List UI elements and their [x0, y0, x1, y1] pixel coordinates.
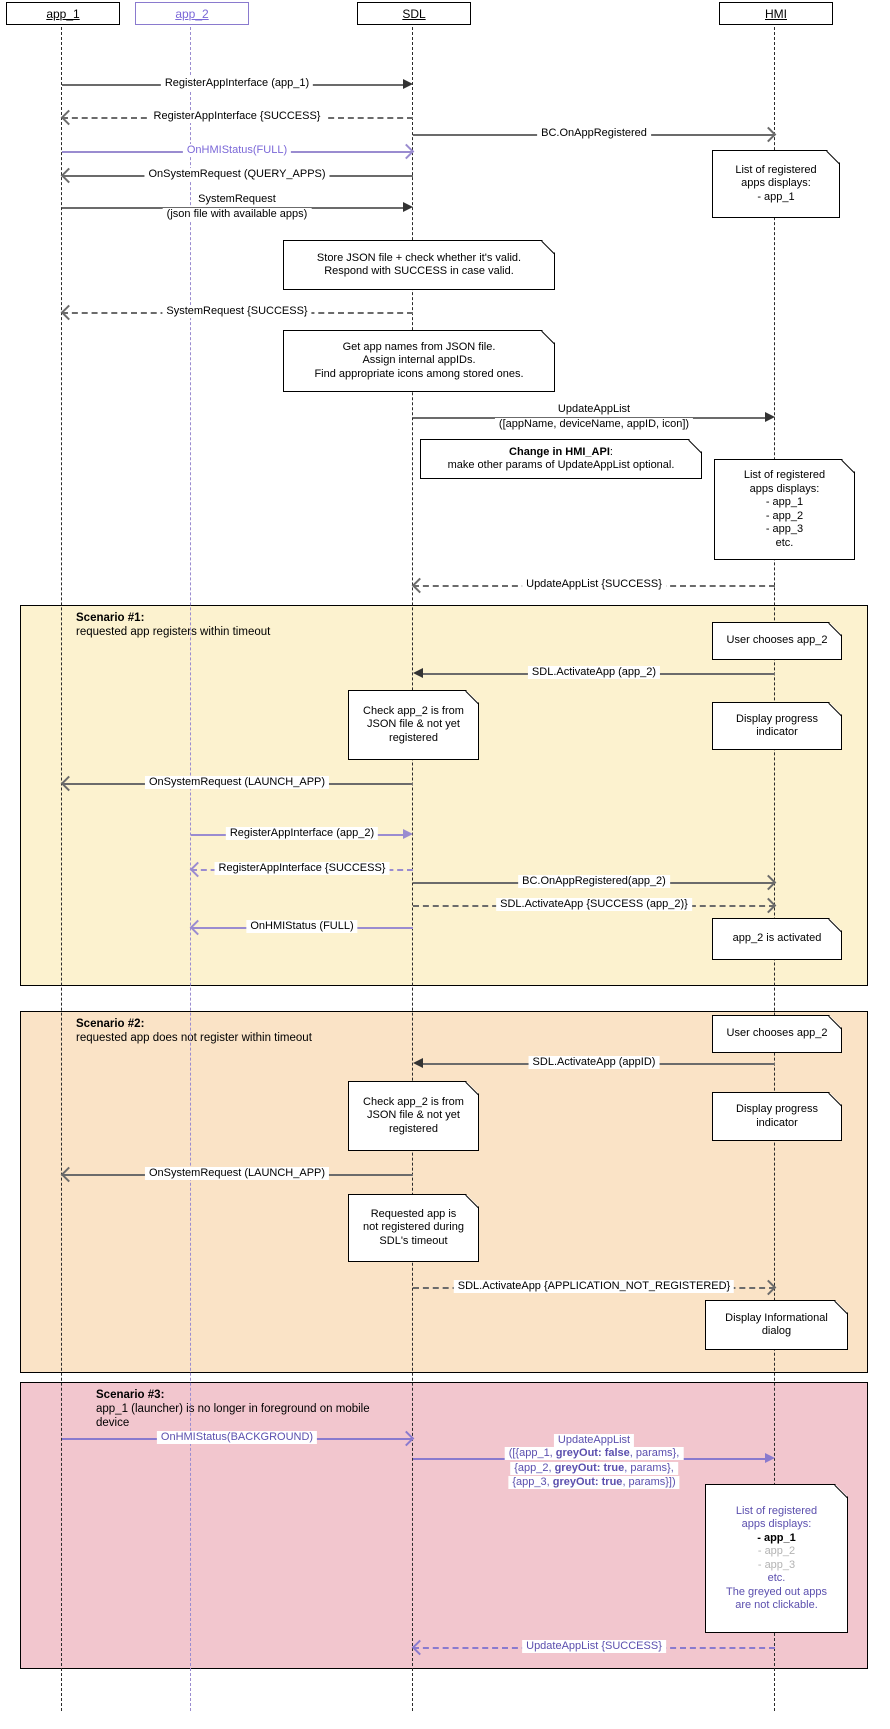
m21-label-line1: UpdateAppList — [553, 1434, 635, 1447]
m15-label: SDL.ActivateApp {SUCCESS (app_2)} — [496, 898, 692, 911]
m9-label: UpdateAppList {SUCCESS} — [522, 578, 666, 591]
header-app1: app_1 — [6, 2, 120, 25]
note-requested-not-registered: Requested app is not registered during S… — [348, 1194, 479, 1262]
m8-label-line1: UpdateAppList — [553, 403, 635, 416]
scenario-1-subtitle: requested app registers within timeout — [76, 626, 271, 638]
note-change-line2: make other params of UpdateAppList optio… — [447, 459, 675, 471]
note-display-informational-dialog: Display Informational dialog — [705, 1300, 848, 1350]
m22-label: UpdateAppList {SUCCESS} — [522, 1640, 666, 1653]
lifeline-sdl — [412, 22, 413, 1711]
m21-label-line2: ([{app_1, greyOut: false, params}, — [504, 1447, 684, 1460]
m10-label: SDL.ActivateApp (app_2) — [527, 666, 661, 679]
m21-label-line3: {app_2, greyOut: true, params}, — [510, 1462, 678, 1475]
note-app2-activated: app_2 is activated — [712, 918, 842, 960]
note-greyed-header: List of registered apps displays: — [735, 1504, 818, 1531]
scenario-3-title: Scenario #3: — [96, 1389, 165, 1401]
m13-label: RegisterAppInterface {SUCCESS} — [214, 862, 390, 875]
lifeline-hmi — [774, 22, 775, 1711]
scenario-1-label: Scenario #1: requested app registers wit… — [76, 611, 270, 639]
m1-label: RegisterAppInterface (app_1) — [160, 77, 314, 90]
note-greyed-app1: - app_1 — [757, 1531, 796, 1544]
header-hmi: HMI — [719, 2, 833, 25]
note-change-in-hmi-api: Change in HMI_API: make other params of … — [420, 439, 702, 479]
m17-arrowhead — [413, 1058, 423, 1068]
note-greyed-app3: - app_3 — [757, 1558, 796, 1571]
lifeline-app1 — [61, 22, 62, 1711]
m5-label: OnSystemRequest (QUERY_APPS) — [144, 168, 330, 181]
note-check-app2-s1: Check app_2 is from JSON file & not yet … — [348, 690, 479, 760]
m12-arrowhead — [403, 829, 413, 839]
note-display-progress-s2: Display progress indicator — [712, 1092, 842, 1141]
header-sdl: SDL — [357, 2, 471, 25]
note-get-app-names: Get app names from JSON file. Assign int… — [283, 330, 555, 392]
m14-label: BC.OnAppRegistered(app_2) — [518, 875, 670, 888]
m3-label: BC.OnAppRegistered — [537, 127, 651, 140]
m6-arrowhead — [403, 202, 413, 212]
m8-arrowhead — [765, 412, 775, 422]
note-greyed-footer: etc. The greyed out apps are not clickab… — [726, 1572, 827, 1611]
scenario-3-subtitle: app_1 (launcher) is no longer in foregro… — [96, 1403, 370, 1429]
note-greyed-app2: - app_2 — [757, 1545, 796, 1557]
m2-arrowhead — [60, 109, 77, 126]
m10-arrowhead — [413, 668, 423, 678]
scenario-2-title: Scenario #2: — [76, 1018, 145, 1030]
scenario-2-label: Scenario #2: requested app does not regi… — [76, 1017, 312, 1045]
m7-arrowhead — [60, 304, 77, 321]
m11-label: OnSystemRequest (LAUNCH_APP) — [144, 776, 330, 789]
scenario-2-subtitle: requested app does not register within t… — [76, 1032, 312, 1044]
m9-arrowhead — [411, 577, 428, 594]
m6-label-line2: (json file with available apps) — [162, 208, 312, 221]
m2-label: RegisterAppInterface {SUCCESS} — [149, 110, 325, 123]
scenario-3-label: Scenario #3: app_1 (launcher) is no long… — [96, 1388, 406, 1430]
note-hmi-app-list-1: List of registered apps displays: - app_… — [712, 150, 840, 218]
scenario-1-title: Scenario #1: — [76, 612, 145, 624]
note-greyed-out-app-list: List of registered apps displays: - app_… — [705, 1484, 848, 1633]
note-user-chooses-app2-s1: User chooses app_2 — [712, 622, 842, 660]
note-hmi-app-list-2: List of registered apps displays: - app_… — [714, 459, 855, 560]
m21-label-line4: {app_3, greyOut: true, params}]) — [508, 1476, 680, 1489]
lifeline-app2 — [190, 22, 191, 1711]
m21-arrowhead — [765, 1453, 775, 1463]
m8-label-line2: ([appName, deviceName, appID, icon]) — [494, 418, 694, 431]
m1-arrowhead — [403, 79, 413, 89]
m17-label: SDL.ActivateApp (appID) — [528, 1056, 660, 1069]
m4-label: OnHMIStatus(FULL) — [182, 144, 292, 157]
m16-label: OnHMIStatus (FULL) — [246, 920, 358, 933]
m6-label-line1: SystemRequest — [194, 193, 280, 206]
m12-label: RegisterAppInterface (app_2) — [225, 827, 379, 840]
note-store-json: Store JSON file + check whether it's val… — [283, 240, 555, 290]
note-change-line1: Change in HMI_API: — [509, 445, 613, 458]
m5-arrowhead — [60, 167, 77, 184]
note-user-chooses-app2-s2: User chooses app_2 — [712, 1015, 842, 1053]
m7-label: SystemRequest {SUCCESS} — [162, 305, 312, 318]
scenario-2-panel: Scenario #2: requested app does not regi… — [20, 1011, 868, 1373]
m20-label: OnHMIStatus(BACKGROUND) — [156, 1431, 318, 1444]
header-app2: app_2 — [135, 2, 249, 25]
note-display-progress-s1: Display progress indicator — [712, 702, 842, 750]
m19-label: SDL.ActivateApp {APPLICATION_NOT_REGISTE… — [453, 1280, 735, 1293]
m18-label: OnSystemRequest (LAUNCH_APP) — [144, 1167, 330, 1180]
note-check-app2-s2: Check app_2 is from JSON file & not yet … — [348, 1081, 479, 1151]
